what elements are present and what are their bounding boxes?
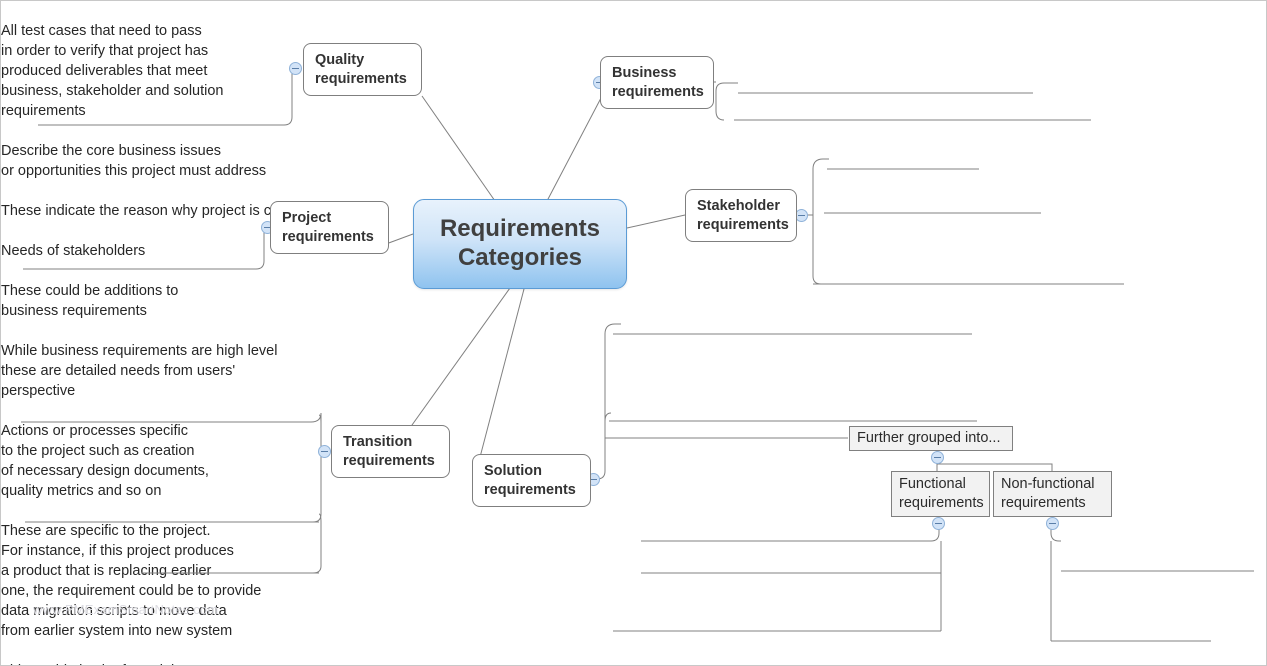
branch-label-quality-line1: Quality: [315, 51, 365, 68]
collapse-icon-functional[interactable]: [932, 517, 945, 530]
branch-node-business[interactable]: Business requirements: [600, 56, 714, 109]
branch-label-transition-line1: Transition: [343, 433, 413, 450]
branch-node-transition[interactable]: Transition requirements: [331, 425, 450, 478]
note-stakeholder-2[interactable]: These could be additions to business req…: [1, 283, 179, 319]
note-stakeholder-1[interactable]: Needs of stakeholders: [1, 243, 146, 259]
root-title-line2: Categories: [457, 244, 583, 271]
grouping-label-functional-line1: Functional: [899, 476, 966, 493]
grouping-label-nonfunctional-line1: Non-functional: [1001, 476, 1095, 493]
note-stakeholder-3[interactable]: While business requirements are high lev…: [1, 343, 278, 399]
note-project[interactable]: Actions or processes specific to the pro…: [1, 423, 209, 499]
grouping-label-functional-line2: requirements: [899, 495, 984, 511]
branch-label-transition-line2: requirements: [343, 452, 435, 469]
branch-label-project-line1: Project: [282, 209, 332, 226]
branch-node-solution[interactable]: Solution requirements: [472, 454, 591, 507]
branch-node-quality[interactable]: Quality requirements: [303, 43, 422, 96]
branch-label-business-line1: Business: [612, 64, 677, 81]
branch-node-stakeholder[interactable]: Stakeholder requirements: [685, 189, 797, 242]
grouping-label-further: Further grouped into...: [857, 430, 1001, 447]
grouping-node-nonfunctional[interactable]: Non-functional requirements: [993, 471, 1112, 517]
collapse-icon-quality[interactable]: [289, 62, 302, 75]
collapse-icon-nonfunctional[interactable]: [1046, 517, 1059, 530]
note-transition-2[interactable]: This could also be for training support …: [1, 641, 296, 665]
note-business-1[interactable]: Describe the core business issues or opp…: [1, 143, 267, 179]
root-node[interactable]: Requirements Categories: [413, 199, 627, 289]
note-transition-1[interactable]: These are specific to the project. For i…: [1, 523, 262, 639]
branch-label-solution-line2: requirements: [484, 481, 576, 498]
root-title-line1: Requirements: [439, 215, 601, 243]
collapse-icon-further[interactable]: [931, 451, 944, 464]
grouping-label-nonfunctional-line2: requirements: [1001, 495, 1086, 511]
grouping-node-functional[interactable]: Functional requirements: [891, 471, 990, 517]
collapse-icon-transition[interactable]: [318, 445, 331, 458]
branch-label-stakeholder-line2: requirements: [697, 216, 789, 233]
branch-label-project-line2: requirements: [282, 228, 374, 245]
branch-label-quality-line2: requirements: [315, 70, 407, 87]
branch-label-stakeholder-line1: Stakeholder: [697, 197, 780, 214]
note-quality[interactable]: All test cases that need to pass in orde…: [1, 23, 224, 119]
branch-label-solution-line1: Solution: [484, 462, 542, 479]
branch-node-project[interactable]: Project requirements: [270, 201, 389, 254]
watermark: www.PMExamSmartNotes.com: [33, 602, 219, 617]
grouping-node-further[interactable]: Further grouped into...: [849, 426, 1013, 451]
branch-label-business-line2: requirements: [612, 83, 704, 100]
